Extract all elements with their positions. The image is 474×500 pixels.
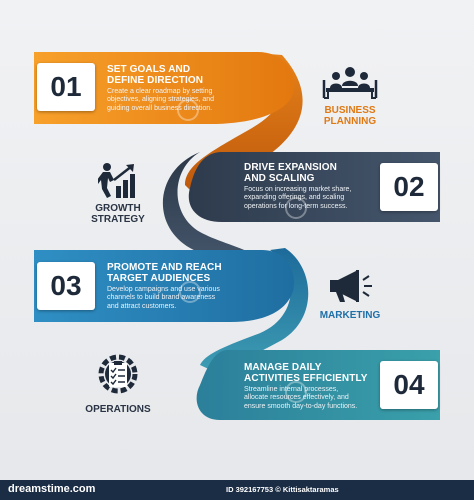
step-title-1-line1: SET GOALS AND [107,64,191,75]
step-number-01: 01 [37,63,95,111]
growth-strategy-label: GROWTH STRATEGY [78,203,158,225]
step-title-3-line1: PROMOTE AND REACH [107,262,222,273]
watermark-circle [285,381,307,403]
watermark-circle [285,197,307,219]
step-title-3-line2: TARGET AUDIENCES [107,273,211,284]
megaphone-icon [330,270,372,302]
step-number-02: 02 [380,163,438,211]
step-desc-3-line3: and attract customers. [107,302,177,310]
ribbon-band-4 [196,350,440,420]
gear-clipboard-icon [98,354,138,394]
step-title-4-line2: ACTIVITIES EFFICIENTLY [244,373,368,384]
step-title-4: MANAGE DAILY ACTIVITIES EFFICIENTLY [244,362,368,384]
infographic-canvas: 01 02 03 04 SET GOALS AND DEFINE DIRECTI… [0,0,474,480]
step-desc-1-line3: guiding overall business direction. [107,104,213,112]
watermark-circle [179,281,201,303]
step-desc-2-line1: Focus on increasing market share, [244,186,352,193]
step-desc-2: Focus on increasing market share, expand… [244,186,351,211]
step-title-2-line2: AND SCALING [244,173,315,184]
step-number-03: 03 [37,262,95,310]
footer-bar: dreamstime.com ID 392167753 © Kittisakta… [0,480,474,500]
growth-strategy-label-line2: STRATEGY [91,214,145,225]
business-planning-label: BUSINESS PLANNING [310,105,390,127]
growth-strategy-label-line1: GROWTH [95,203,141,214]
growth-chart-icon [98,163,135,198]
step-desc-1: Create a clear roadmap by setting object… [107,88,214,113]
step-desc-4-line1: Streamline internal processes, [244,386,339,393]
step-title-1: SET GOALS AND DEFINE DIRECTION [107,64,203,86]
operations-label: OPERATIONS [85,404,151,415]
ribbon-graphic [34,52,440,420]
ribbon-band-2 [188,152,440,222]
watermark-circle [177,99,199,121]
step-desc-2-line2: expanding offerings, and scaling [244,194,345,202]
step-desc-4: Streamline internal processes, allocate … [244,386,357,411]
business-planning-label-line1: BUSINESS [324,105,376,116]
ribbon-band-3 [34,250,295,322]
marketing-label: MARKETING [319,310,381,321]
step-desc-4-line3: ensure smooth day-to-day functions. [244,402,358,410]
step-title-3: PROMOTE AND REACH TARGET AUDIENCES [107,262,222,284]
step-title-2: DRIVE EXPANSION AND SCALING [244,162,337,184]
step-desc-3: Develop campaigns and use various channe… [107,286,220,311]
ribbon-band-1 [34,52,295,124]
step-title-4-line1: MANAGE DAILY [244,362,322,373]
step-number-04: 04 [380,361,438,409]
footer-logo: dreamstime.com [8,483,96,495]
step-desc-3-line2: channels to build brand awareness [107,294,216,302]
step-desc-1-line2: objectives, aligning strategies, and [107,96,215,104]
meeting-table-icon [322,67,378,99]
step-title-1-line2: DEFINE DIRECTION [107,75,204,86]
step-desc-1-line1: Create a clear roadmap by setting [107,88,213,95]
step-desc-4-line2: allocate resources effectively, and [244,394,349,402]
footer-id: ID 392167753 © Kittisaktaramas [226,485,339,494]
step-desc-3-line1: Develop campaigns and use various [107,286,220,293]
business-planning-label-line2: PLANNING [323,116,377,127]
step-desc-2-line3: operations for long-term success. [244,202,348,210]
step-title-2-line1: DRIVE EXPANSION [244,162,337,173]
